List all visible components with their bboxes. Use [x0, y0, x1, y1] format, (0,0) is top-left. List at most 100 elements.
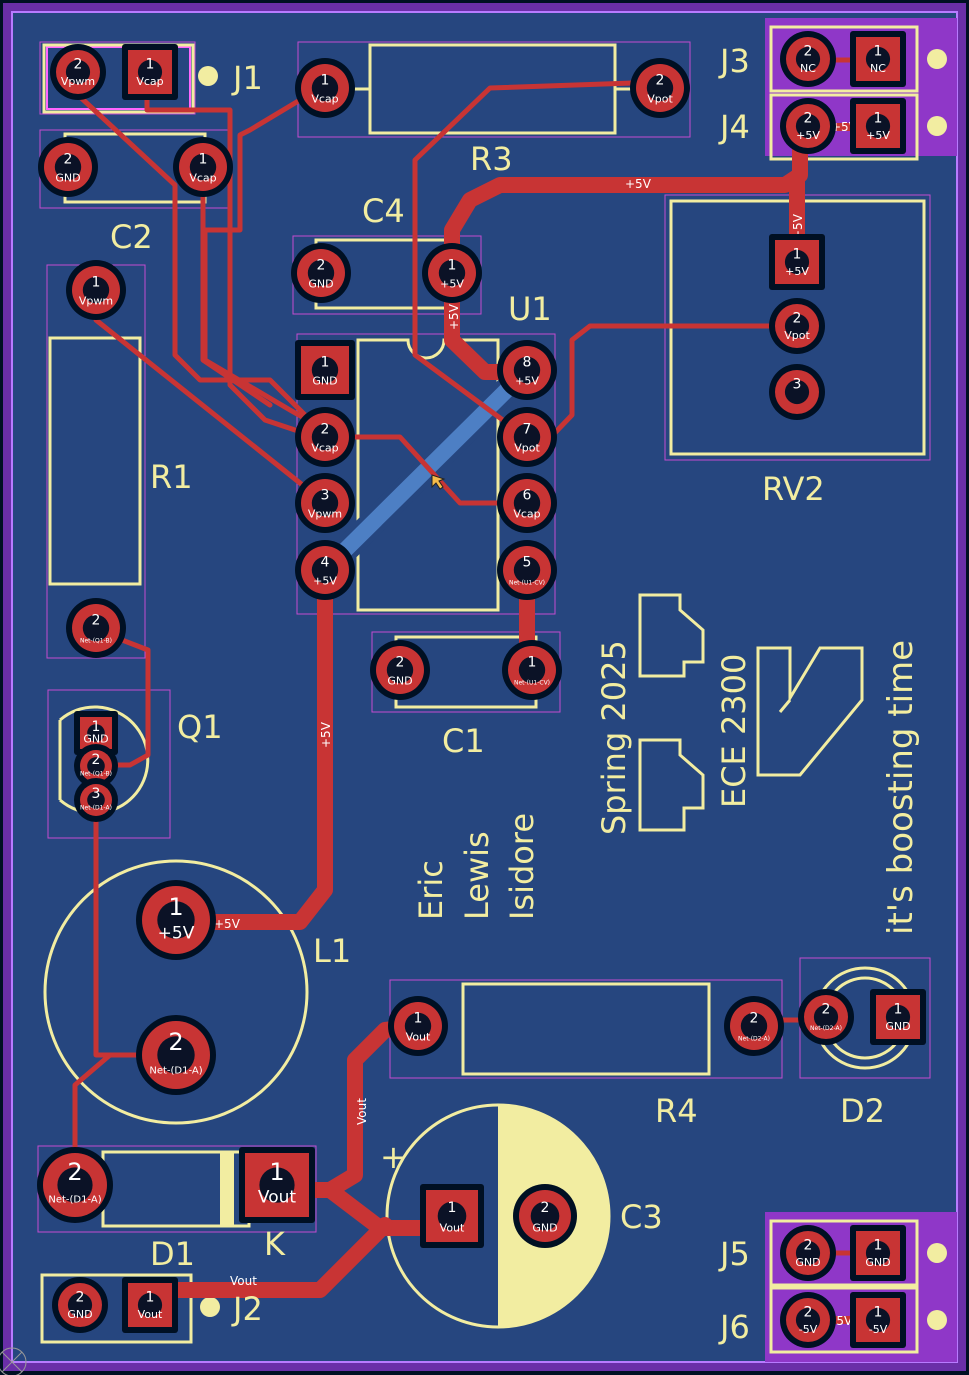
pad-number: 3	[321, 487, 330, 503]
pad-net-label: GND	[55, 171, 80, 184]
label-vout-vert: Vout	[355, 1098, 369, 1125]
pad-drill-hole	[57, 1167, 93, 1203]
trace-vcap-r3	[202, 82, 328, 433]
pad-net-label: Net-(Q1-B)	[80, 637, 112, 644]
pad-number: 2	[396, 654, 405, 670]
pad-number: 2	[92, 612, 101, 628]
pad-drill-hole	[137, 59, 163, 85]
pad-number: 1	[894, 1002, 903, 1018]
pad-drill-hole	[67, 1292, 93, 1318]
pad-net-label: Vout	[138, 1308, 163, 1321]
pads-layer: 2Vpwm1Vcap2GND1Vout2NC1NC2+5V1+5V2GND1GN…	[37, 31, 926, 1348]
j6-pin1-dot	[927, 1310, 947, 1330]
ref-r1: R1	[150, 458, 193, 496]
trace-vpot-r3	[412, 79, 663, 441]
ref-q1: Q1	[177, 708, 223, 746]
pad-number: 1	[793, 247, 802, 263]
pad-number: 2	[656, 72, 665, 88]
pad-number: 1	[321, 354, 330, 370]
pad-j4-2: 2+5V	[780, 98, 836, 154]
pad-drill-hole	[513, 556, 541, 584]
pad-drill-hole	[513, 356, 541, 384]
pad-drill-hole	[795, 1240, 821, 1266]
pad-net-label: Net-(Q1-B)	[80, 771, 112, 778]
pad-drill-hole	[65, 59, 91, 85]
pad-c4-1: 1+5V	[422, 243, 482, 303]
pad-net-label: GND	[67, 1308, 92, 1321]
label-5v-top: +5V	[625, 177, 652, 191]
ref-c2: C2	[110, 218, 153, 256]
label-vout-bottom: Vout	[230, 1274, 257, 1288]
pad-u1-4: 4+5V	[295, 540, 355, 600]
pad-net-label: +5V	[515, 374, 539, 387]
pad-number: 2	[804, 1238, 813, 1254]
pad-net-label: NC	[870, 62, 886, 75]
pad-drill-hole	[795, 113, 821, 139]
cursor-arrow-icon	[431, 474, 446, 490]
pad-rv2-1: 1+5V	[769, 234, 825, 290]
pad-number: 2	[804, 44, 813, 60]
pad-drill-hole	[404, 1012, 432, 1040]
origin-marker-icon	[0, 1347, 27, 1375]
pad-number: 1	[448, 1200, 457, 1216]
u1-courtyard	[296, 333, 556, 615]
trace-vcap-j1	[144, 72, 328, 443]
slogan-text: it's boosting time	[881, 640, 921, 935]
pad-net-label: GND	[83, 733, 108, 746]
pad-net-label: -5V	[869, 1323, 888, 1336]
pad-j6-1: 1-5V	[850, 1292, 906, 1348]
pad-drill-hole	[740, 1012, 768, 1040]
pad-net-label: Vout	[258, 1188, 296, 1208]
pad-number: 1	[874, 111, 883, 127]
pad-number: 1	[146, 1290, 155, 1306]
q1-courtyard	[47, 689, 171, 839]
pad-number: 1	[528, 654, 537, 670]
ref-u1: U1	[508, 290, 552, 328]
pad-number: 2	[67, 1158, 82, 1186]
pad-net-label: -5V	[799, 1323, 818, 1336]
pad-net-label: GND	[795, 1256, 820, 1269]
pad-j3-1: 1NC	[850, 31, 906, 87]
author-lewis: Lewis	[458, 831, 496, 920]
j2-pin1-dot	[200, 1297, 220, 1317]
pad-number: 1	[92, 719, 101, 735]
label-5v-l1: +5V	[214, 917, 241, 931]
pad-drill-hole	[311, 74, 339, 102]
pad-drill-hole	[437, 1201, 467, 1231]
pad-number: 1	[146, 57, 155, 73]
label-5v-vert: +5V	[319, 721, 333, 748]
back-trace-copper	[317, 362, 535, 578]
board-outline	[11, 11, 958, 1363]
c3-plus: +	[380, 1138, 407, 1176]
pad-drill-hole	[513, 423, 541, 451]
ref-j6: J6	[718, 1308, 750, 1346]
pad-net-label: +5V	[313, 574, 337, 587]
pad-drill-hole	[813, 1004, 839, 1030]
j4-pin1-dot	[927, 116, 947, 136]
pad-net-label: Vpot	[784, 329, 810, 342]
pad-net-label: GND	[865, 1256, 890, 1269]
ref-c3: C3	[620, 1198, 663, 1236]
pad-number: 1	[414, 1010, 423, 1026]
pad-number: 1	[92, 274, 101, 290]
j5-pin1-dot	[927, 1243, 947, 1263]
ref-j3: J3	[718, 42, 750, 80]
pad-number: 4	[321, 554, 330, 570]
